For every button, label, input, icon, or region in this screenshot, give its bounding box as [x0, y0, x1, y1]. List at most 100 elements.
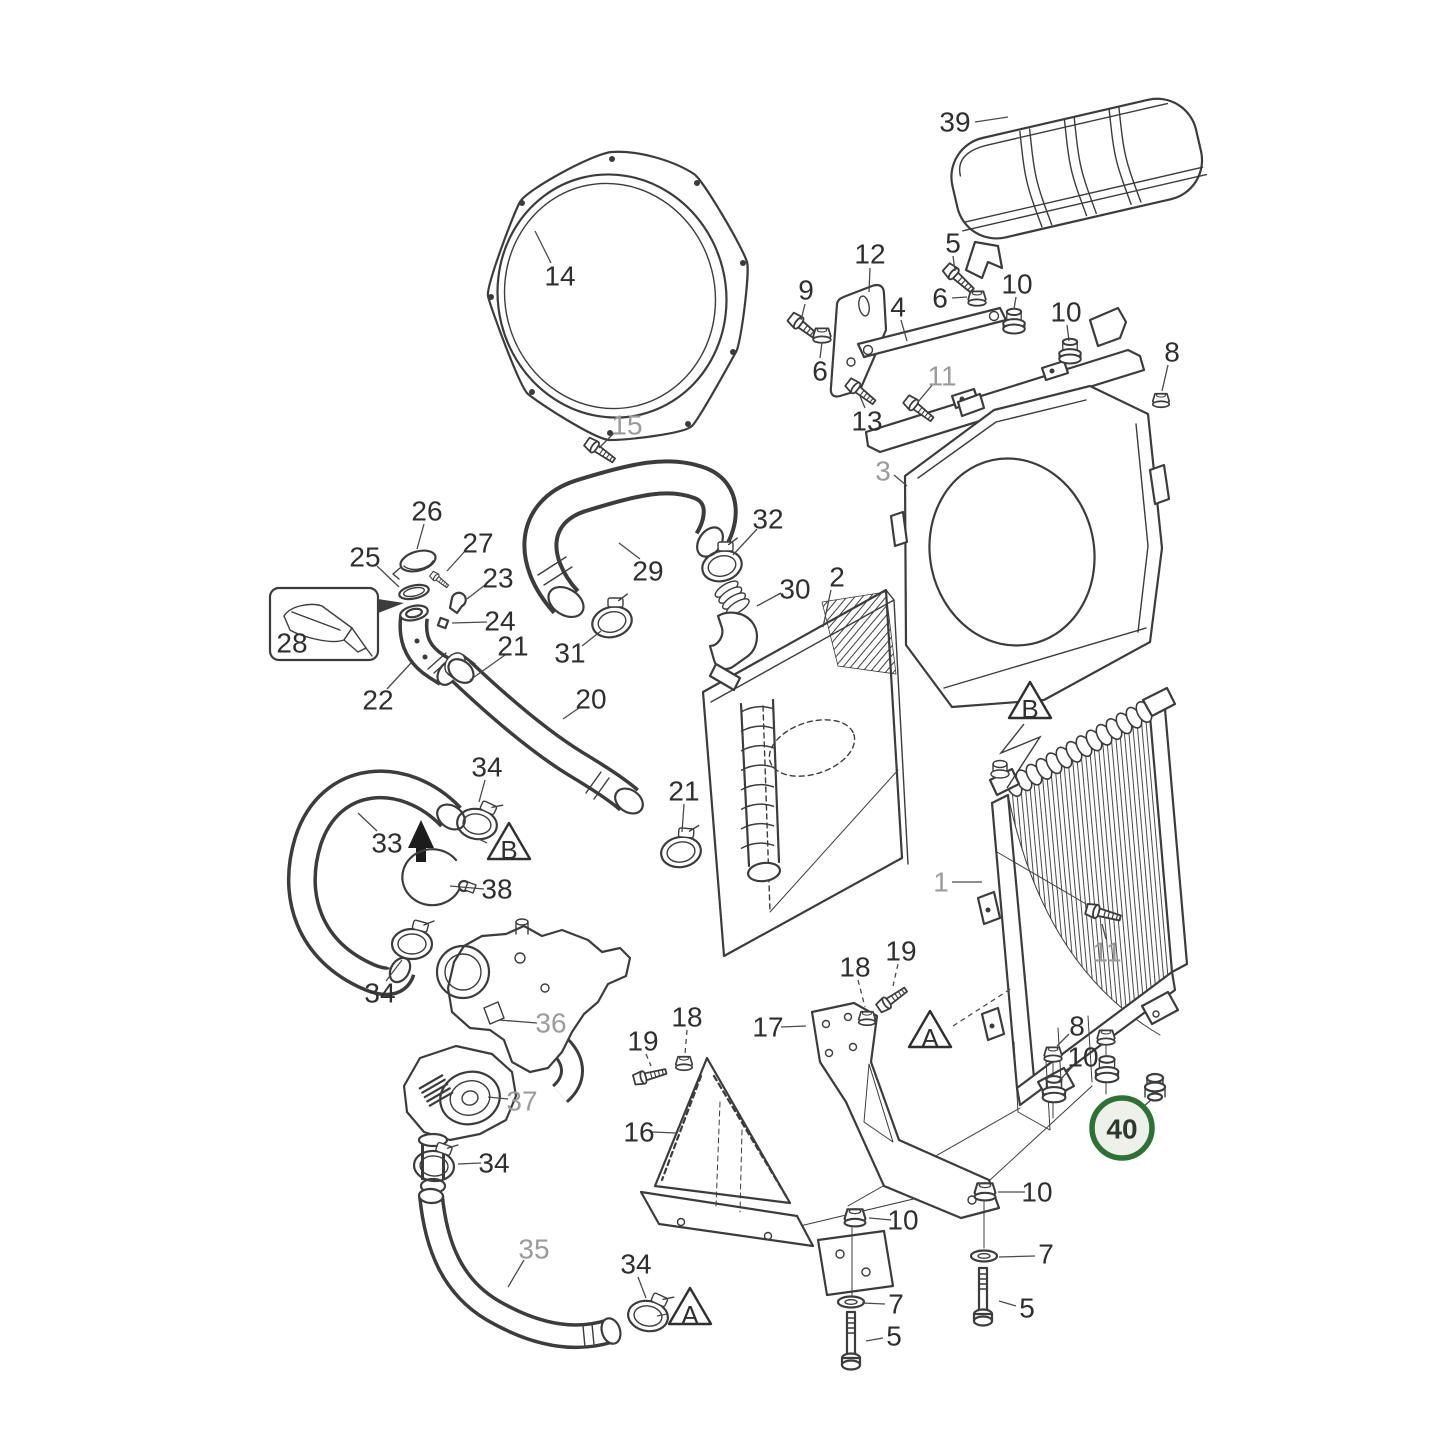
part-label-35: 35: [518, 1234, 549, 1265]
highlighted-part-layer: 40: [1089, 1095, 1155, 1161]
part-label-28: 28: [276, 628, 307, 659]
leader-line: [357, 812, 378, 832]
leader-line: [974, 116, 1009, 123]
lower-hose-20: [447, 658, 644, 815]
bolt-19-left: [631, 1064, 669, 1087]
sensor-23: [448, 591, 467, 615]
marker-leader: [478, 838, 488, 844]
washer-7-right: [969, 1249, 999, 1263]
part-label-34: 34: [471, 752, 502, 783]
retainer-clip-38: [401, 848, 477, 907]
part-label-14: 14: [544, 261, 575, 292]
part-label-2: 2: [829, 562, 845, 593]
part-label-7: 7: [1038, 1239, 1054, 1270]
part-label-12: 12: [854, 239, 885, 270]
marker-leader: [998, 723, 1042, 789]
part-label-37: 37: [506, 1086, 537, 1117]
triangle-marker-B: [1007, 680, 1053, 720]
leader-line: [581, 630, 602, 647]
leader-line: [780, 1025, 807, 1028]
sealant-callout-box: [268, 586, 404, 662]
corrugated-hose-section: [740, 705, 775, 850]
triangle-marker-letter: A: [921, 1023, 939, 1053]
part-label-18: 18: [671, 1002, 702, 1033]
fan-ring-gasket: [486, 150, 749, 442]
part-label-24: 24: [484, 606, 515, 637]
leader-line: [865, 1337, 884, 1342]
leader-line: [681, 803, 685, 833]
part-label-23: 23: [482, 563, 513, 594]
part-label-21: 21: [497, 631, 528, 662]
part-label-34: 34: [620, 1249, 651, 1280]
leader-line: [998, 1300, 1017, 1307]
leader-line: [449, 885, 485, 890]
leader-line: [534, 230, 552, 264]
leader-line: [376, 565, 400, 588]
bolt-5-right: [972, 1266, 994, 1327]
triangle-marker-A: [667, 1286, 713, 1326]
bushing-10-d: [1094, 1055, 1120, 1084]
nut-10-right: [973, 1181, 997, 1202]
leader-line: [684, 1029, 688, 1055]
leader-line: [498, 1019, 538, 1024]
drain-plug-40: [1143, 1072, 1167, 1102]
leader-line: [1101, 923, 1107, 940]
leader-line: [917, 383, 934, 403]
part-label-10: 10: [1067, 1042, 1098, 1073]
leader-line: [416, 523, 425, 550]
part-label-38: 38: [481, 874, 512, 905]
thermostat-housing: [435, 918, 632, 1104]
part-label-21: 21: [668, 776, 699, 807]
leader-line: [756, 592, 782, 607]
part-label-10: 10: [887, 1205, 918, 1236]
part-label-4: 4: [890, 292, 906, 323]
bottom-hose-35: [417, 1187, 622, 1350]
leader-line: [466, 584, 486, 600]
nut-10-left: [843, 1207, 867, 1228]
part-label-18: 18: [839, 952, 870, 983]
leader-line: [487, 1096, 509, 1100]
highlight-circle: [1089, 1095, 1155, 1161]
highlight-label: 40: [1106, 1114, 1137, 1145]
support-bracket-17: [810, 1001, 1001, 1220]
part-label-30: 30: [779, 574, 810, 605]
leader-line: [800, 303, 806, 321]
upper-mount-brackets: [829, 283, 1146, 454]
triangle-marker-letter: B: [1021, 694, 1038, 724]
part-label-10: 10: [1050, 297, 1081, 328]
elbow-fitting-30: [708, 580, 758, 692]
leader-line: [1161, 364, 1169, 392]
leader-line: [1066, 324, 1070, 342]
part-label-10: 10: [1001, 269, 1032, 300]
triangle-marker-letter: B: [500, 835, 517, 865]
gasket-bolt-holes: [488, 156, 746, 436]
leader-line: [507, 1259, 525, 1288]
leader-line: [1013, 296, 1017, 310]
part-label-25: 25: [349, 542, 380, 573]
leader-line: [952, 255, 956, 272]
part-label-11: 11: [1092, 937, 1121, 968]
leader-line: [998, 1255, 1036, 1258]
leader-line: [457, 1162, 482, 1165]
bolt-19-right: [874, 983, 911, 1015]
leader-line: [446, 549, 467, 572]
expansion-tank: [950, 97, 1208, 280]
leader-line: [819, 341, 823, 359]
fan-shroud: [889, 384, 1171, 709]
part-label-10: 10: [1021, 1177, 1052, 1208]
part-label-19: 19: [885, 936, 916, 967]
radiator-top-loops: [1005, 701, 1153, 797]
leader-line: [645, 1053, 652, 1067]
leader-line: [478, 779, 486, 803]
radiator: [799, 686, 1189, 1227]
leader-line: [618, 542, 641, 560]
part-label-17: 17: [752, 1012, 783, 1043]
leader-line: [822, 589, 832, 628]
part-label-31: 31: [554, 638, 585, 669]
nut-8-top: [1151, 392, 1171, 409]
leader-line: [562, 707, 580, 720]
part-label-5: 5: [886, 1321, 902, 1352]
part-label-1: 1: [933, 867, 949, 898]
